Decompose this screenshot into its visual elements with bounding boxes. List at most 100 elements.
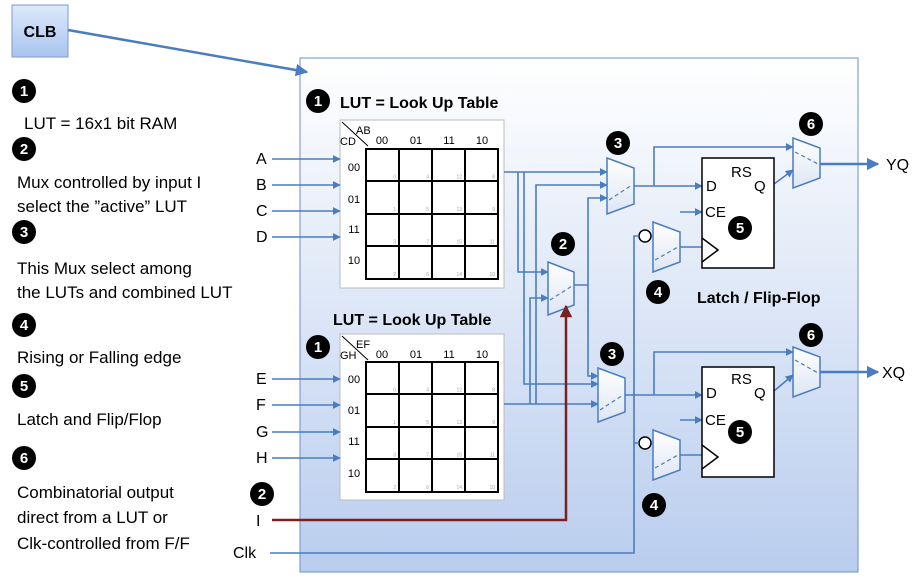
mux-6-bottom-badge: 6 (807, 327, 815, 344)
output-xq: XQ (882, 365, 905, 382)
lut-top-row-var: CD (340, 136, 356, 148)
mux-6-top-badge: 6 (807, 116, 815, 133)
lut-bottom-cell-index: 6 (426, 485, 429, 491)
legend-text-2a: Mux controlled by input I (17, 173, 201, 192)
inputs-top: A B C D (256, 151, 341, 246)
legend-num-3: 3 (20, 224, 28, 241)
lut-top-cell-index: 14 (456, 272, 462, 278)
input-g-label: G (256, 424, 268, 441)
lut-top-title-text: LUT = Look Up Table (340, 95, 498, 112)
lut-top-cell-index: 13 (456, 207, 462, 213)
lut-bottom-cell-index: 10 (489, 485, 495, 491)
edge-mux-4-bottom: 4 (638, 428, 702, 517)
legend-item-3: 3 This Mux select among the LUTs and com… (12, 220, 232, 302)
mux-6-top: 6 YQ (792, 112, 909, 190)
lut-top-cell-index: 4 (426, 175, 429, 181)
ff-bottom-ce: CE (705, 412, 726, 429)
lut-top-cell-index: 8 (492, 175, 495, 181)
lut-top-cell-index: 3 (393, 240, 396, 246)
lut-bottom-cell-index: 7 (426, 453, 429, 459)
ff-top-rs: RS (731, 164, 752, 181)
ff-bottom-q: Q (754, 385, 766, 402)
legend-text-6b: direct from a LUT or (17, 508, 168, 527)
legend-text-1: LUT = 16x1 bit RAM (24, 114, 177, 133)
lut-top-cell-index: 7 (426, 240, 429, 246)
lut-bottom-row-2: 11 (348, 436, 359, 448)
lut-bottom-row-var: GH (340, 350, 357, 362)
lut-bottom-cell-index: 5 (426, 420, 429, 426)
edge-mux-4-top-badge: 4 (654, 284, 663, 301)
input-b-label: B (256, 177, 267, 194)
lut-bottom-cell-index: 0 (393, 388, 396, 394)
lut-top-badge: 1 (314, 93, 322, 110)
ff-bottom-badge: 5 (736, 424, 744, 441)
mux-2: 2 (547, 232, 575, 317)
mux-3-bottom: 3 (597, 342, 626, 424)
legend-num-2: 2 (20, 141, 28, 158)
lut-bottom-row-1: 01 (348, 405, 360, 417)
input-a-label: A (256, 151, 267, 168)
legend-num-6: 6 (20, 450, 28, 467)
legend-num-5: 5 (20, 378, 28, 395)
mux-2-badge: 2 (559, 236, 567, 253)
mux-3-top-badge: 3 (614, 135, 622, 152)
legend-text-5: Latch and Flip/Flop (17, 410, 162, 429)
legend: 1 LUT = 16x1 bit RAM 2 Mux controlled by… (12, 79, 232, 553)
mux-3-bottom-badge: 3 (608, 346, 616, 363)
lut-top-row-0: 00 (348, 162, 360, 174)
lut-bottom-col-2: 11 (443, 349, 454, 361)
lut-top-col-0: 00 (376, 135, 388, 147)
edge-mux-4-top: 4 (638, 220, 702, 304)
lut-top-cell-index: 6 (426, 272, 429, 278)
legend-item-6: 6 Combinatorial output direct from a LUT… (12, 446, 190, 553)
lut-top-col-var: AB (356, 125, 371, 137)
legend-text-3a: This Mux select among (17, 259, 192, 278)
input-e-label: E (256, 371, 267, 388)
legend-text-6a: Combinatorial output (17, 483, 174, 502)
lut-top-cell-index: 11 (490, 240, 495, 246)
lut-top-cell-index: 1 (393, 207, 396, 213)
input-i: 2 I (250, 304, 573, 530)
ff-top-q: Q (754, 178, 766, 195)
flipflop-top: D RS Q CE 5 (701, 157, 775, 269)
legend-item-4: 4 Rising or Falling edge (12, 313, 181, 367)
lut-bottom-cell-index: 14 (456, 485, 462, 491)
lut-bottom-cell-index: 1 (393, 420, 396, 426)
legend-num-4: 4 (20, 317, 29, 334)
lut-bottom-cell-index: 4 (426, 388, 429, 394)
mux-3-top: 3 (606, 131, 635, 216)
legend-num-1: 1 (20, 83, 28, 100)
legend-text-3b: the LUTs and combined LUT (17, 283, 232, 302)
lut-top-cell-index: 9 (492, 207, 495, 213)
legend-item-1: 1 LUT = 16x1 bit RAM (12, 79, 177, 133)
lut-bottom-title-text: LUT = Look Up Table (333, 312, 491, 329)
legend-text-2b: select the ”active” LUT (17, 197, 187, 216)
lut-bottom-cell-index: 11 (490, 453, 495, 459)
edge-mux-4-bottom-badge: 4 (650, 497, 659, 514)
lut-bottom-cell-index: 3 (393, 453, 396, 459)
lut-top-title: 1 LUT = Look Up Table (306, 89, 498, 113)
lut-bottom-col-3: 10 (476, 349, 488, 361)
clb-label: CLB (24, 24, 57, 41)
lut-top-row-2: 11 (348, 224, 359, 236)
lut-bottom-row-3: 10 (348, 468, 360, 480)
lut-top-row-1: 01 (348, 194, 360, 206)
mux-6-bottom: 6 XQ (792, 323, 905, 399)
lut-bottom-cell-index: 15 (456, 453, 462, 459)
lut-top-col-2: 11 (443, 135, 454, 147)
lut-top-col-1: 01 (410, 135, 422, 147)
lut-bottom-cell-index: 9 (492, 420, 495, 426)
ff-routing (625, 143, 794, 424)
latch-flipflop-label: Latch / Flip-Flop (697, 290, 821, 307)
lut-top-cell-index: 0 (393, 175, 396, 181)
lut-top-grid (365, 148, 499, 280)
legend-text-4: Rising or Falling edge (17, 348, 181, 367)
lut-top-cell-index: 12 (456, 175, 462, 181)
input-c-label: C (256, 203, 268, 220)
legend-item-5: 5 Latch and Flip/Flop (12, 374, 162, 429)
input-d-label: D (256, 229, 268, 246)
lut-bottom-cell-index: 8 (492, 388, 495, 394)
lut-bottom-col-1: 01 (410, 349, 422, 361)
